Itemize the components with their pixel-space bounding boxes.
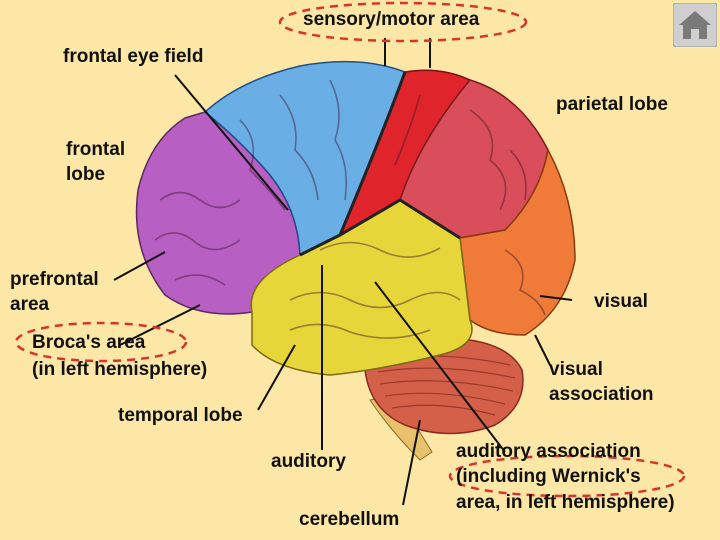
label-visual: visual: [594, 290, 648, 313]
label-prefrontal-area-line2: area: [10, 293, 49, 316]
home-button[interactable]: [673, 3, 717, 47]
label-auditory-association: auditory association: [456, 440, 641, 463]
label-prefrontal-area-line1: prefrontal: [10, 268, 99, 291]
label-cerebellum: cerebellum: [299, 508, 399, 531]
label-temporal-lobe: temporal lobe: [118, 404, 243, 427]
label-frontal-lobe-line1: frontal: [66, 138, 125, 161]
home-icon: [673, 3, 717, 47]
label-frontal-eye-field: frontal eye field: [63, 45, 203, 68]
label-visual-association-line1: visual: [549, 358, 603, 381]
label-sensory-motor-area: sensory/motor area: [303, 8, 479, 31]
label-visual-association-line2: association: [549, 383, 654, 406]
label-wernicke-line1: (including Wernick's: [456, 465, 641, 488]
label-brocas-area-note: (in left hemisphere): [32, 358, 207, 381]
leader-visual-association: [535, 335, 550, 365]
label-frontal-lobe-line2: lobe: [66, 163, 105, 186]
label-parietal-lobe: parietal lobe: [556, 93, 668, 116]
label-wernicke-line2: area, in left hemisphere): [456, 491, 675, 514]
label-auditory: auditory: [271, 450, 346, 473]
label-brocas-area: Broca's area: [32, 331, 145, 354]
